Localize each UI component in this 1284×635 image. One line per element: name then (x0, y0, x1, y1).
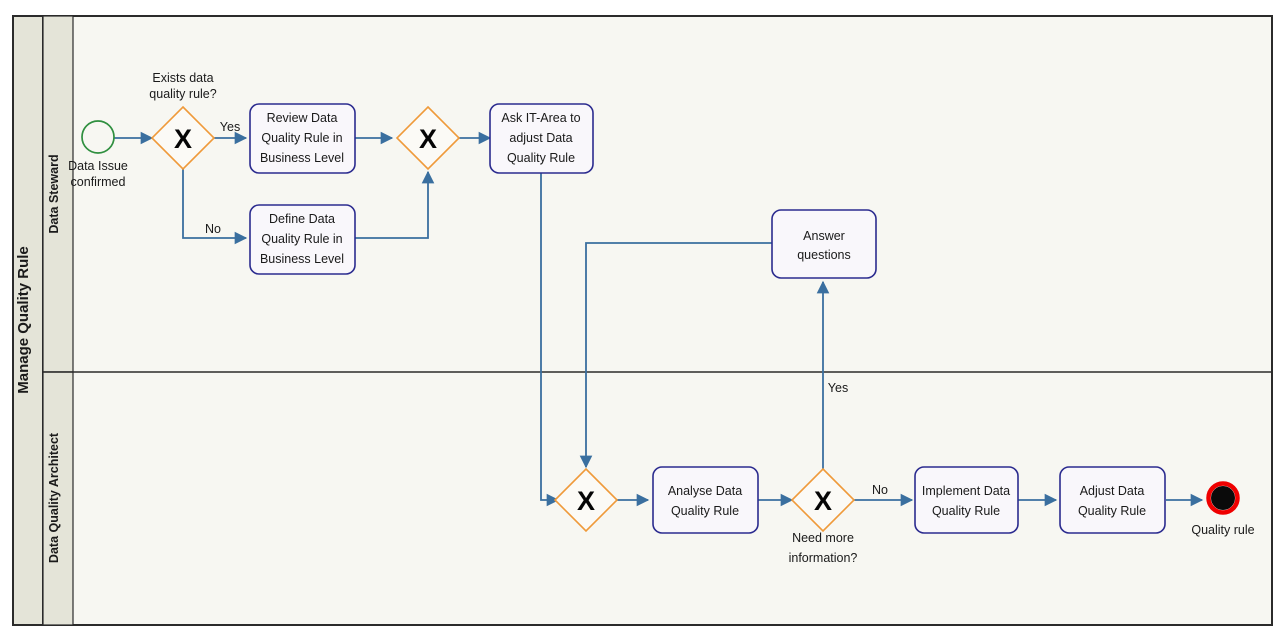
gateway-merge-analysis-diamond[interactable] (553, 467, 619, 533)
sequence-flows (114, 131, 1204, 507)
start-event-label-line-2: confirmed (71, 175, 126, 189)
task-ask-it-box[interactable] (489, 103, 594, 174)
gateway-merge-business-diamond[interactable] (395, 105, 461, 171)
task-define-label-line-3: Business Level (260, 252, 344, 266)
gateway-need-info-caption-line-2: information? (789, 551, 858, 565)
gateway-merge-analysis-x-symbol: X (577, 486, 595, 516)
task-adjust-data-quality-rule[interactable]: Adjust Data Quality Rule (1059, 466, 1166, 534)
gateway-need-info-caption-line-1: Need more (792, 531, 854, 545)
gateway-exists-data-quality-rule[interactable]: X Exists data quality rule? (149, 71, 217, 171)
task-define-label-line-2: Quality Rule in (261, 232, 342, 246)
task-implement-label-line-2: Quality Rule (932, 504, 1000, 518)
task-ask-it-area-adjust[interactable]: Ask IT-Area to adjust Data Quality Rule (489, 103, 594, 174)
task-ask-it-label-line-1: Ask IT-Area to (501, 111, 580, 125)
pool-manage-quality-rule: Manage Quality Rule Data Steward Data Qu… (12, 15, 1273, 626)
task-answer-questions[interactable]: Answer questions (771, 209, 877, 279)
task-answer-label-line-1: Answer (803, 229, 845, 243)
gateway-need-info-x-symbol: X (814, 486, 832, 516)
task-define-label-line-1: Define Data (269, 212, 335, 226)
gateway-merge-business-x-symbol: X (419, 124, 437, 154)
flow-ask-it-to-merge-analysis (540, 172, 560, 507)
task-adjust-label-line-1: Adjust Data (1080, 484, 1145, 498)
task-implement-label-line-1: Implement Data (922, 484, 1010, 498)
gateway-exists-x-symbol: X (174, 124, 192, 154)
flow-label-no-exists: No (205, 222, 221, 236)
task-define-box[interactable] (249, 204, 356, 275)
pool-title: Manage Quality Rule (15, 246, 32, 394)
flow-gw-exists-no-to-define (182, 169, 248, 245)
task-define-data-quality-rule[interactable]: Define Data Quality Rule in Business Lev… (249, 204, 356, 275)
flow-define-to-merge (355, 170, 435, 239)
task-review-box[interactable] (249, 103, 356, 174)
task-review-label-line-2: Quality Rule in (261, 131, 342, 145)
task-answer-label-line-2: questions (797, 248, 851, 262)
task-adjust-box[interactable] (1059, 466, 1166, 534)
end-event-quality-rule[interactable]: Quality rule (1191, 481, 1255, 538)
lane-label-data-quality-architect: Data Quality Architect (47, 432, 61, 563)
lane-header-data-steward (42, 15, 74, 373)
task-review-data-quality-rule[interactable]: Review Data Quality Rule in Business Lev… (249, 103, 356, 174)
task-implement-box[interactable] (914, 466, 1019, 534)
gateway-exists-caption-line-1: Exists data (152, 71, 213, 85)
task-implement-data-quality-rule[interactable]: Implement Data Quality Rule (914, 466, 1019, 534)
start-event-label-line-1: Data Issue (68, 159, 128, 173)
gateway-merge-business-level[interactable]: X (395, 105, 461, 171)
task-analyse-data-quality-rule[interactable]: Analyse Data Quality Rule (652, 466, 759, 534)
end-event-ring[interactable] (1206, 481, 1240, 515)
gateway-need-more-information[interactable]: X Need more information? (789, 467, 858, 565)
gateway-merge-analysis[interactable]: X (553, 467, 619, 533)
lane-label-data-steward: Data Steward (47, 154, 61, 233)
end-event-core[interactable] (1211, 486, 1235, 510)
task-adjust-label-line-2: Quality Rule (1078, 504, 1146, 518)
end-event-label: Quality rule (1191, 523, 1254, 537)
task-ask-it-label-line-2: adjust Data (509, 131, 572, 145)
task-ask-it-label-line-3: Quality Rule (507, 151, 575, 165)
flow-answer-to-merge-analysis (579, 242, 772, 469)
task-analyse-label-line-1: Analyse Data (668, 484, 742, 498)
task-review-label-line-1: Review Data (267, 111, 338, 125)
flow-label-yes-exists: Yes (220, 120, 240, 134)
start-event-data-issue-confirmed[interactable]: Data Issue confirmed (68, 120, 128, 189)
task-analyse-label-line-2: Quality Rule (671, 504, 739, 518)
flow-label-yes-need-info: Yes (828, 381, 848, 395)
task-answer-box[interactable] (771, 209, 877, 279)
pool-header-band (12, 15, 44, 626)
task-review-label-line-3: Business Level (260, 151, 344, 165)
gateway-exists-caption-line-2: quality rule? (149, 87, 216, 101)
task-analyse-box[interactable] (652, 466, 759, 534)
gateway-need-info-diamond[interactable] (790, 467, 856, 533)
gateway-exists-diamond[interactable] (150, 105, 216, 171)
start-event-circle[interactable] (81, 120, 115, 154)
flow-label-no-need-info: No (872, 483, 888, 497)
